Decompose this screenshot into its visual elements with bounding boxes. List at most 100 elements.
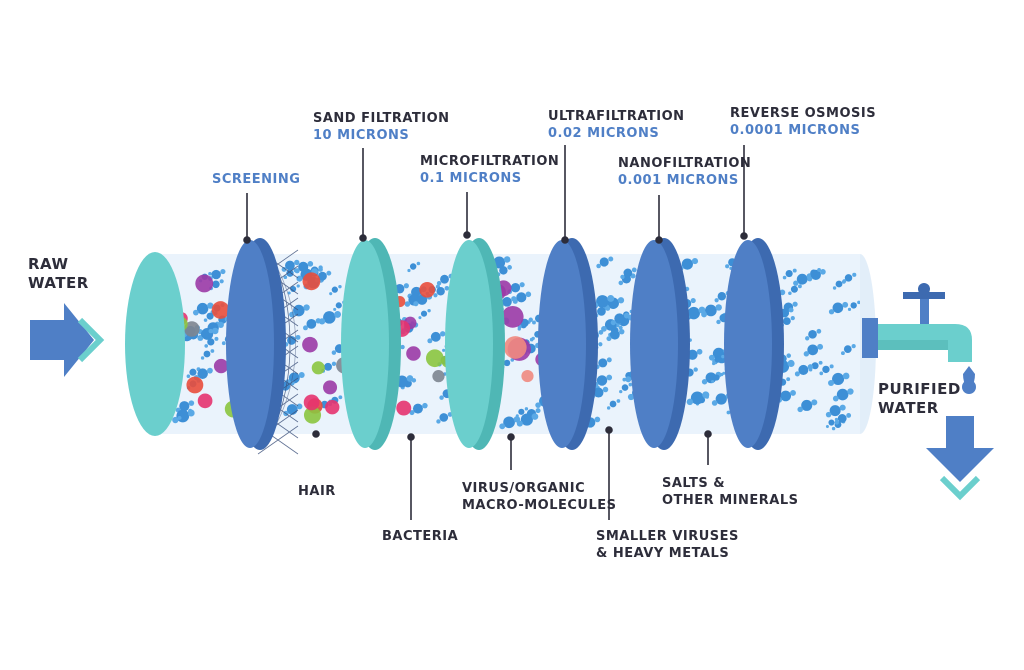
water-molecule bbox=[811, 362, 819, 370]
water-atom bbox=[711, 400, 718, 406]
water-atom bbox=[207, 367, 213, 374]
water-atom bbox=[413, 301, 419, 307]
water-atom bbox=[832, 286, 837, 290]
removed-virus-label: VIRUS/ORGANIC MACRO-MOLECULES bbox=[462, 480, 617, 514]
water-atom bbox=[788, 307, 794, 313]
water-atom bbox=[602, 386, 609, 393]
water-molecule bbox=[829, 405, 841, 417]
water-atom bbox=[793, 280, 799, 286]
water-molecule bbox=[503, 416, 515, 429]
water-atom bbox=[289, 311, 295, 318]
water-molecule bbox=[430, 331, 441, 342]
water-atom bbox=[834, 417, 839, 422]
water-atom bbox=[436, 419, 441, 424]
water-atom bbox=[177, 415, 182, 420]
water-molecule bbox=[609, 400, 617, 408]
water-atom bbox=[807, 275, 811, 279]
water-atom bbox=[427, 308, 431, 313]
water-atom bbox=[220, 268, 226, 275]
water-atom bbox=[294, 259, 300, 266]
stage-sand-size: 10 MICRONS bbox=[313, 128, 410, 143]
water-atom bbox=[529, 337, 534, 342]
water-atom bbox=[601, 326, 607, 332]
contaminant bbox=[302, 336, 318, 353]
water-molecule bbox=[783, 317, 791, 325]
water-atom bbox=[211, 327, 219, 335]
water-atom bbox=[790, 315, 795, 321]
water-atom bbox=[606, 336, 612, 342]
purified-water-line2: WATER bbox=[878, 399, 939, 417]
water-atom bbox=[712, 361, 716, 366]
water-atom bbox=[708, 354, 715, 361]
water-atom bbox=[400, 344, 405, 350]
water-atom bbox=[847, 307, 852, 312]
water-atom bbox=[186, 374, 191, 378]
stage-micro-size: 0.1 MICRONS bbox=[420, 171, 522, 186]
water-molecule bbox=[323, 311, 336, 324]
water-atom bbox=[788, 291, 792, 296]
water-atom bbox=[686, 398, 694, 406]
water-atom bbox=[406, 375, 414, 382]
water-atom bbox=[839, 404, 846, 411]
water-atom bbox=[403, 283, 409, 289]
water-atom bbox=[307, 261, 314, 267]
contaminant-particles bbox=[172, 256, 860, 431]
removed-small-line2: & HEAVY METALS bbox=[596, 546, 730, 561]
water-atom bbox=[840, 351, 845, 356]
water-atom bbox=[701, 311, 707, 318]
water-atom bbox=[797, 284, 802, 289]
water-atom bbox=[786, 353, 792, 358]
water-atom bbox=[444, 285, 450, 291]
water-atom bbox=[610, 319, 616, 326]
stage-ro-size: 0.0001 MICRONS bbox=[730, 123, 861, 138]
water-atom bbox=[617, 297, 625, 304]
water-atom bbox=[817, 268, 821, 272]
water-molecule bbox=[690, 391, 704, 405]
water-atom bbox=[532, 320, 536, 325]
water-atom bbox=[714, 298, 719, 303]
contaminant bbox=[425, 349, 444, 368]
water-molecule bbox=[623, 268, 633, 278]
raw-water-line2: WATER bbox=[28, 274, 89, 292]
water-atom bbox=[442, 348, 446, 352]
contaminant bbox=[197, 393, 213, 409]
inlet-arrow-icon bbox=[30, 303, 105, 377]
water-molecule bbox=[681, 258, 693, 270]
water-atom bbox=[719, 372, 724, 377]
filter-ring-face-nano bbox=[630, 240, 678, 448]
water-atom bbox=[816, 328, 822, 334]
water-molecule bbox=[285, 260, 295, 271]
stage-nano-size: 0.001 MICRONS bbox=[618, 173, 739, 188]
water-molecule bbox=[810, 269, 818, 277]
water-molecule bbox=[715, 393, 727, 405]
water-molecule bbox=[597, 307, 606, 316]
contaminant bbox=[325, 400, 340, 415]
water-molecule bbox=[518, 408, 525, 415]
water-atom bbox=[503, 256, 511, 263]
water-atom bbox=[188, 408, 193, 414]
water-atom bbox=[333, 307, 337, 311]
water-atom bbox=[512, 298, 518, 304]
water-atom bbox=[326, 270, 332, 276]
contaminant bbox=[503, 336, 527, 359]
water-molecule bbox=[293, 304, 305, 317]
water-atom bbox=[846, 413, 852, 418]
water-atom bbox=[702, 391, 710, 399]
water-atom bbox=[281, 267, 287, 272]
water-atom bbox=[329, 292, 333, 296]
water-atom bbox=[627, 393, 635, 401]
water-molecule bbox=[828, 419, 835, 426]
water-molecule bbox=[436, 287, 445, 296]
water-atom bbox=[338, 284, 342, 289]
water-molecule bbox=[196, 302, 209, 315]
water-atom bbox=[596, 263, 601, 269]
contaminant bbox=[303, 394, 320, 411]
water-atom bbox=[318, 267, 323, 272]
contaminant bbox=[406, 346, 421, 361]
contaminant bbox=[396, 400, 412, 416]
water-atom bbox=[618, 325, 623, 330]
purified-water-line1: PURIFIED bbox=[878, 380, 961, 398]
water-atom bbox=[516, 420, 523, 427]
water-atom bbox=[852, 272, 857, 277]
